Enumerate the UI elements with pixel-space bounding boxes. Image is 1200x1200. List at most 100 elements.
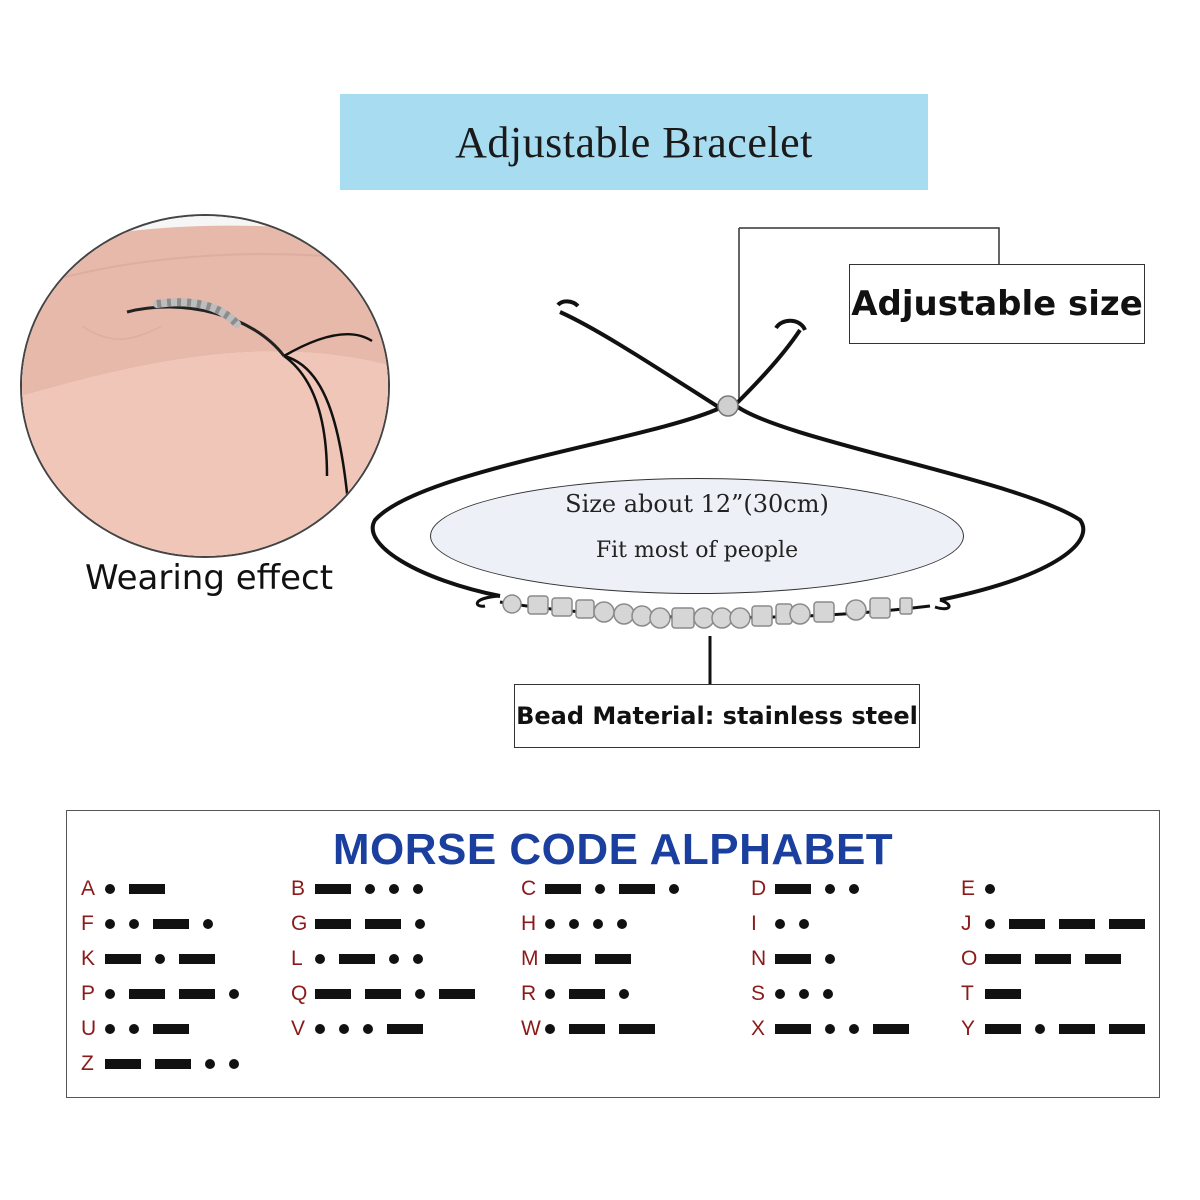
morse-code-symbols — [985, 1024, 1159, 1034]
morse-dot — [669, 884, 679, 894]
morse-dash — [1059, 1024, 1095, 1034]
morse-entry-y: Y — [961, 1017, 1159, 1041]
morse-code-symbols — [105, 954, 229, 964]
morse-letter: I — [751, 912, 757, 935]
morse-letter: L — [291, 947, 303, 970]
morse-entry-f: F — [81, 912, 227, 936]
morse-dot — [389, 884, 399, 894]
morse-dot — [775, 989, 785, 999]
wearing-effect-photo — [20, 214, 390, 558]
morse-letter: U — [81, 1017, 97, 1040]
morse-dot — [985, 919, 995, 929]
morse-dash — [179, 954, 215, 964]
morse-dot — [985, 884, 995, 894]
morse-dash — [985, 1024, 1021, 1034]
size-info-line: Size about 12”(30cm) — [565, 490, 829, 518]
morse-dot — [155, 954, 165, 964]
morse-entry-p: P — [81, 982, 253, 1006]
morse-entry-l: L — [291, 947, 437, 971]
morse-code-symbols — [315, 989, 489, 999]
morse-code-symbols — [775, 919, 823, 929]
morse-dot — [339, 1024, 349, 1034]
morse-dash — [595, 954, 631, 964]
morse-letter: N — [751, 947, 767, 970]
morse-code-symbols — [775, 884, 873, 894]
morse-dash — [545, 884, 581, 894]
morse-code-symbols — [985, 989, 1035, 999]
morse-dot — [129, 919, 139, 929]
morse-dash — [619, 1024, 655, 1034]
morse-entry-o: O — [961, 947, 1135, 971]
morse-entry-e: E — [961, 877, 1009, 901]
morse-entry-c: C — [521, 877, 693, 901]
morse-dot — [617, 919, 627, 929]
morse-letter: E — [961, 877, 976, 900]
morse-dash — [439, 989, 475, 999]
morse-entry-j: J — [961, 912, 1159, 936]
page-title: Adjustable Bracelet — [455, 117, 813, 167]
morse-code-symbols — [105, 919, 227, 929]
morse-dash — [365, 919, 401, 929]
morse-dot — [205, 1059, 215, 1069]
morse-dash — [1009, 919, 1045, 929]
morse-entry-g: G — [291, 912, 439, 936]
morse-letter: X — [751, 1017, 766, 1040]
morse-entry-d: D — [751, 877, 873, 901]
morse-dash — [365, 989, 401, 999]
wearing-effect-caption: Wearing effect — [85, 558, 334, 598]
morse-entry-m: M — [521, 947, 645, 971]
morse-code-symbols — [545, 954, 645, 964]
morse-code-symbols — [775, 1024, 923, 1034]
morse-dash — [1085, 954, 1121, 964]
morse-code-symbols — [315, 884, 437, 894]
morse-code-symbols — [985, 954, 1135, 964]
morse-dot — [413, 884, 423, 894]
morse-dash — [315, 989, 351, 999]
morse-letter: G — [291, 912, 308, 935]
morse-dot — [545, 1024, 555, 1034]
morse-dot — [849, 884, 859, 894]
morse-dot — [545, 919, 555, 929]
morse-code-symbols — [775, 954, 849, 964]
morse-dot — [105, 919, 115, 929]
morse-dash — [569, 989, 605, 999]
morse-letter: Y — [961, 1017, 976, 1040]
morse-dash — [775, 884, 811, 894]
morse-entry-i: I — [751, 912, 823, 936]
morse-letter: J — [961, 912, 972, 935]
morse-dot — [315, 954, 325, 964]
morse-dash — [387, 1024, 423, 1034]
morse-code-symbols — [315, 954, 437, 964]
morse-letter: T — [961, 982, 974, 1005]
morse-dash — [155, 1059, 191, 1069]
morse-letter: H — [521, 912, 537, 935]
bead-material-callout: Bead Material: stainless steel — [514, 684, 920, 748]
morse-dash — [129, 989, 165, 999]
morse-entry-z: Z — [81, 1052, 253, 1076]
morse-dash — [339, 954, 375, 964]
morse-letter: F — [81, 912, 94, 935]
morse-dash — [105, 1059, 141, 1069]
morse-code-symbols — [545, 919, 641, 929]
morse-entry-k: K — [81, 947, 229, 971]
morse-dot — [229, 989, 239, 999]
morse-letter: B — [291, 877, 306, 900]
morse-dash — [985, 989, 1021, 999]
morse-dot — [415, 919, 425, 929]
morse-letter: S — [751, 982, 766, 1005]
morse-letter: Z — [81, 1052, 94, 1075]
morse-dot — [1035, 1024, 1045, 1034]
morse-dot — [825, 954, 835, 964]
morse-dot — [413, 954, 423, 964]
morse-dash — [775, 954, 811, 964]
morse-letter: V — [291, 1017, 306, 1040]
morse-entry-h: H — [521, 912, 641, 936]
morse-letter: D — [751, 877, 767, 900]
morse-code-symbols — [105, 989, 253, 999]
morse-code-symbols — [105, 1024, 203, 1034]
fit-info-line: Fit most of people — [595, 538, 799, 563]
morse-code-symbols — [315, 919, 439, 929]
morse-dot — [105, 989, 115, 999]
morse-letter: A — [81, 877, 96, 900]
